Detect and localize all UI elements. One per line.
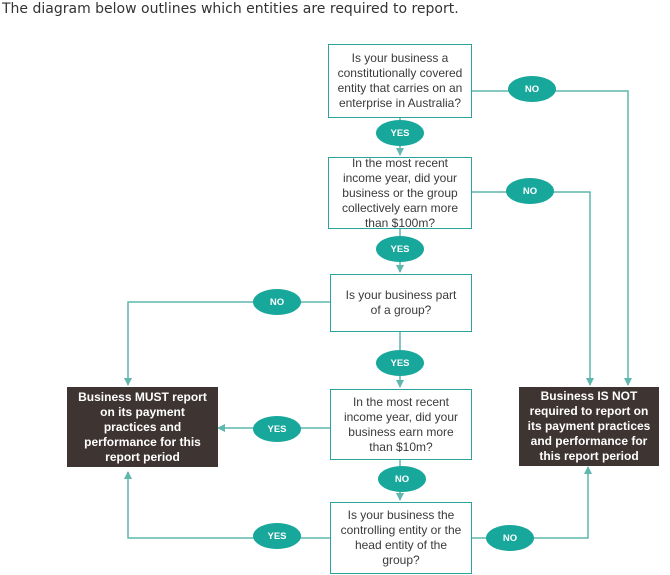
badge-q4-yes: YES bbox=[253, 416, 301, 442]
question-box-controlling-entity: Is your business the controlling entity … bbox=[330, 502, 472, 574]
question-text: Is your business the controlling entity … bbox=[340, 508, 462, 567]
question-box-revenue-100m: In the most recent income year, did your… bbox=[328, 155, 472, 230]
question-text: Is your business part of a group? bbox=[345, 288, 457, 317]
outcome-text: Business IS NOT required to report on it… bbox=[527, 389, 651, 463]
question-text: In the most recent income year, did your… bbox=[343, 394, 459, 454]
badge-q3-no: NO bbox=[253, 289, 301, 315]
question-box-revenue-10m: In the most recent income year, did your… bbox=[330, 389, 472, 460]
badge-q4-no: NO bbox=[378, 466, 426, 492]
badge-q3-yes: YES bbox=[376, 350, 424, 376]
question-box-part-of-group: Is your business part of a group? bbox=[330, 274, 472, 332]
badge-q2-yes: YES bbox=[376, 236, 424, 262]
connector-q1-no bbox=[472, 90, 632, 386]
badge-q5-yes: YES bbox=[253, 523, 301, 549]
badge-q5-no: NO bbox=[486, 525, 534, 551]
badge-q1-no: NO bbox=[508, 76, 556, 102]
badge-q1-yes: YES bbox=[376, 120, 424, 146]
question-box-constitutionally-covered: Is your business a constitutionally cove… bbox=[328, 44, 472, 118]
outcome-text: Business MUST report on its payment prac… bbox=[78, 389, 207, 464]
outcome-must-report: Business MUST report on its payment prac… bbox=[67, 387, 218, 467]
connector-q2-no bbox=[472, 191, 594, 386]
question-text: In the most recent income year, did your… bbox=[341, 155, 459, 230]
connector-q3-no bbox=[124, 301, 330, 386]
badge-q2-no: NO bbox=[506, 178, 554, 204]
connector-q5-yes bbox=[124, 471, 330, 539]
question-text: Is your business a constitutionally cove… bbox=[337, 51, 463, 110]
intro-text: The diagram below outlines which entitie… bbox=[2, 1, 459, 17]
outcome-not-required: Business IS NOT required to report on it… bbox=[519, 387, 659, 466]
connector-q5-no bbox=[472, 466, 592, 539]
